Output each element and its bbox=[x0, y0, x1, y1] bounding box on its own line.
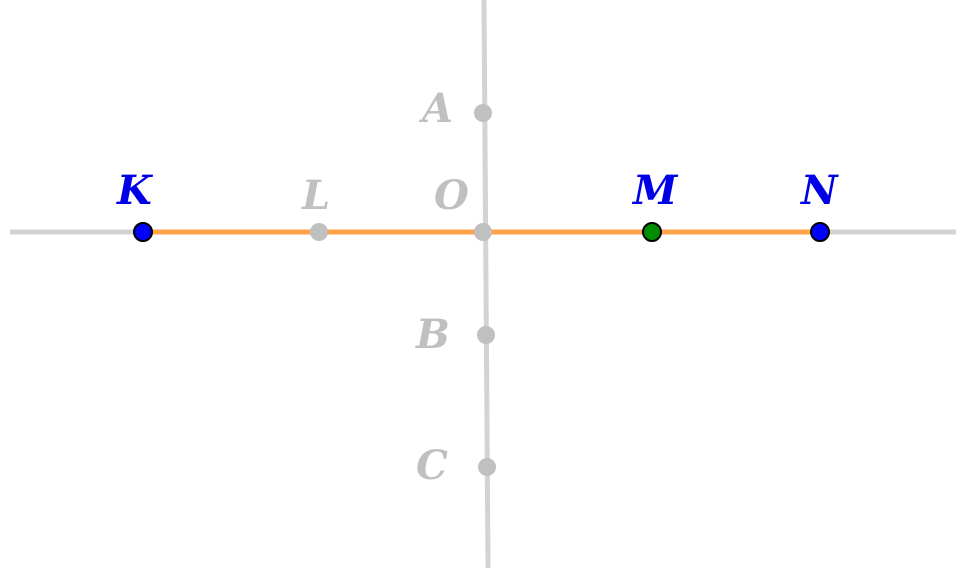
point-a[interactable] bbox=[474, 104, 492, 122]
label-l: L bbox=[301, 172, 330, 219]
label-c: C bbox=[416, 442, 448, 489]
label-o: O bbox=[434, 172, 469, 219]
vertical-line bbox=[481, 0, 491, 569]
point-m[interactable] bbox=[642, 222, 662, 242]
label-m: M bbox=[631, 167, 679, 214]
point-l[interactable] bbox=[310, 223, 328, 241]
label-n: N bbox=[799, 167, 839, 214]
point-o[interactable] bbox=[474, 223, 492, 241]
point-b[interactable] bbox=[477, 326, 495, 344]
point-n[interactable] bbox=[810, 222, 830, 242]
label-a: A bbox=[418, 85, 453, 132]
point-c[interactable] bbox=[478, 458, 496, 476]
point-k[interactable] bbox=[133, 222, 153, 242]
label-b: B bbox=[415, 311, 450, 358]
label-k: K bbox=[116, 167, 154, 214]
